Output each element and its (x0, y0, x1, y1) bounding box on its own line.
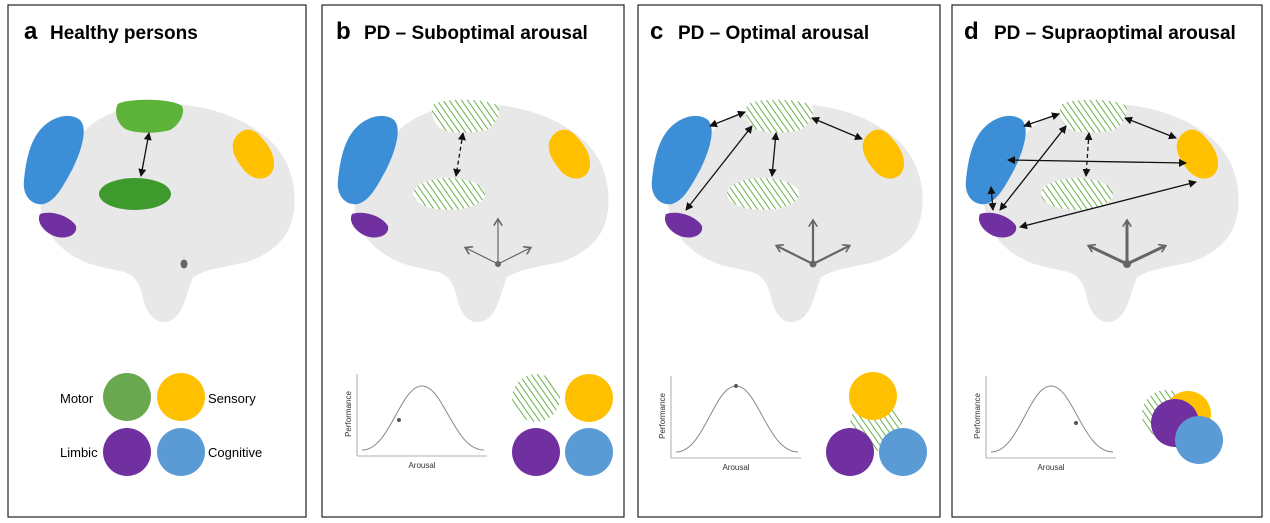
motor-limbic-arrow (999, 125, 1067, 211)
panel-a: a Healthy persons Motor Sensory Limbic C… (7, 4, 307, 518)
panel-d: d PD – Supraoptimal arousal Performance … (951, 4, 1263, 518)
legend-sensory-swatch (157, 373, 205, 421)
limbic-region (38, 212, 77, 238)
cognitive-circle (1175, 416, 1223, 464)
motor-limbic-arrow (685, 125, 753, 211)
arousal-state-marker (734, 384, 738, 388)
sensory-circle (849, 372, 897, 420)
x-axis-label: Arousal (722, 463, 749, 472)
panel-c-letter: c (650, 18, 663, 45)
motor-region-lower-hatched (1041, 178, 1113, 210)
limbic-region (664, 212, 703, 238)
arousal-vector-icon (777, 221, 849, 268)
legend-motor-label: Motor (60, 391, 94, 406)
legend-cognitive-label: Cognitive (208, 445, 262, 460)
motor-region-upper-hatched (746, 99, 814, 133)
cognitive-region (23, 115, 84, 205)
limbic-circle (512, 428, 560, 476)
cognitive-sensory-arrow (1007, 156, 1187, 167)
sensory-region (1176, 129, 1219, 179)
inverted-u-plot: Performance Arousal (658, 376, 801, 472)
sensory-region (548, 129, 591, 179)
cognitive-region (337, 115, 398, 205)
panel-c: c PD – Optimal arousal Performance Arous… (637, 4, 941, 518)
cognitive-circle (565, 428, 613, 476)
legend-limbic-swatch (103, 428, 151, 476)
legend-cognitive-swatch (157, 428, 205, 476)
cognitive-motor-arrow (1023, 112, 1060, 128)
motor-sensory-arrow (811, 117, 863, 140)
sensory-circle (565, 374, 613, 422)
arousal-performance-curve (361, 385, 485, 451)
panel-a-title: Healthy persons (50, 23, 198, 44)
arousal-vector-icon (466, 220, 530, 267)
motor-sensory-arrow (1124, 116, 1177, 140)
x-axis-label: Arousal (1037, 463, 1064, 472)
motor-region-upper-hatched (1060, 99, 1128, 133)
panel-b: b PD – Suboptimal arousal Performance Ar… (321, 4, 625, 518)
limbic-region (350, 212, 389, 238)
panel-c-title: PD – Optimal arousal (678, 23, 869, 44)
panel-b-letter: b (336, 18, 351, 45)
motor-connection-arrow (138, 132, 152, 177)
limbic-sensory-arrow (1019, 179, 1197, 230)
motor-region-upper (116, 99, 184, 133)
cognitive-limbic-arrow (987, 186, 997, 211)
panel-d-letter: d (964, 18, 979, 45)
y-axis-label: Performance (658, 393, 667, 439)
motor-region-upper-hatched (432, 99, 500, 133)
inverted-u-plot: Performance Arousal (344, 374, 487, 470)
arousal-vector-icon (1089, 221, 1165, 268)
panel-b-title: PD – Suboptimal arousal (364, 23, 588, 44)
x-axis-label: Arousal (408, 461, 435, 470)
arousal-performance-curve (990, 385, 1114, 453)
legend-limbic-label: Limbic (60, 445, 98, 460)
motor-region-lower (99, 178, 171, 210)
sensory-region (232, 129, 275, 179)
cognitive-motor-arrow (709, 110, 746, 128)
legend-motor-swatch (103, 373, 151, 421)
brainstem-dot (180, 259, 188, 269)
motor-circle-hatched (512, 374, 560, 422)
y-axis-label: Performance (973, 393, 982, 439)
cognitive-circle (879, 428, 927, 476)
arousal-state-marker (1074, 421, 1078, 425)
motor-connection-dashed-arrow (453, 132, 466, 177)
motor-connection-arrow (768, 132, 780, 177)
sensory-region (862, 129, 905, 179)
legend-sensory-label: Sensory (208, 391, 256, 406)
limbic-circle (826, 428, 874, 476)
motor-region-lower-hatched (727, 178, 799, 210)
arousal-state-marker (397, 418, 401, 422)
panel-d-title: PD – Supraoptimal arousal (994, 23, 1236, 44)
inverted-u-plot: Performance Arousal (973, 376, 1116, 472)
motor-connection-dashed-arrow (1082, 132, 1093, 177)
limbic-region (978, 212, 1017, 238)
panel-a-letter: a (24, 18, 38, 45)
motor-region-lower-hatched (413, 178, 485, 210)
y-axis-label: Performance (344, 391, 353, 437)
